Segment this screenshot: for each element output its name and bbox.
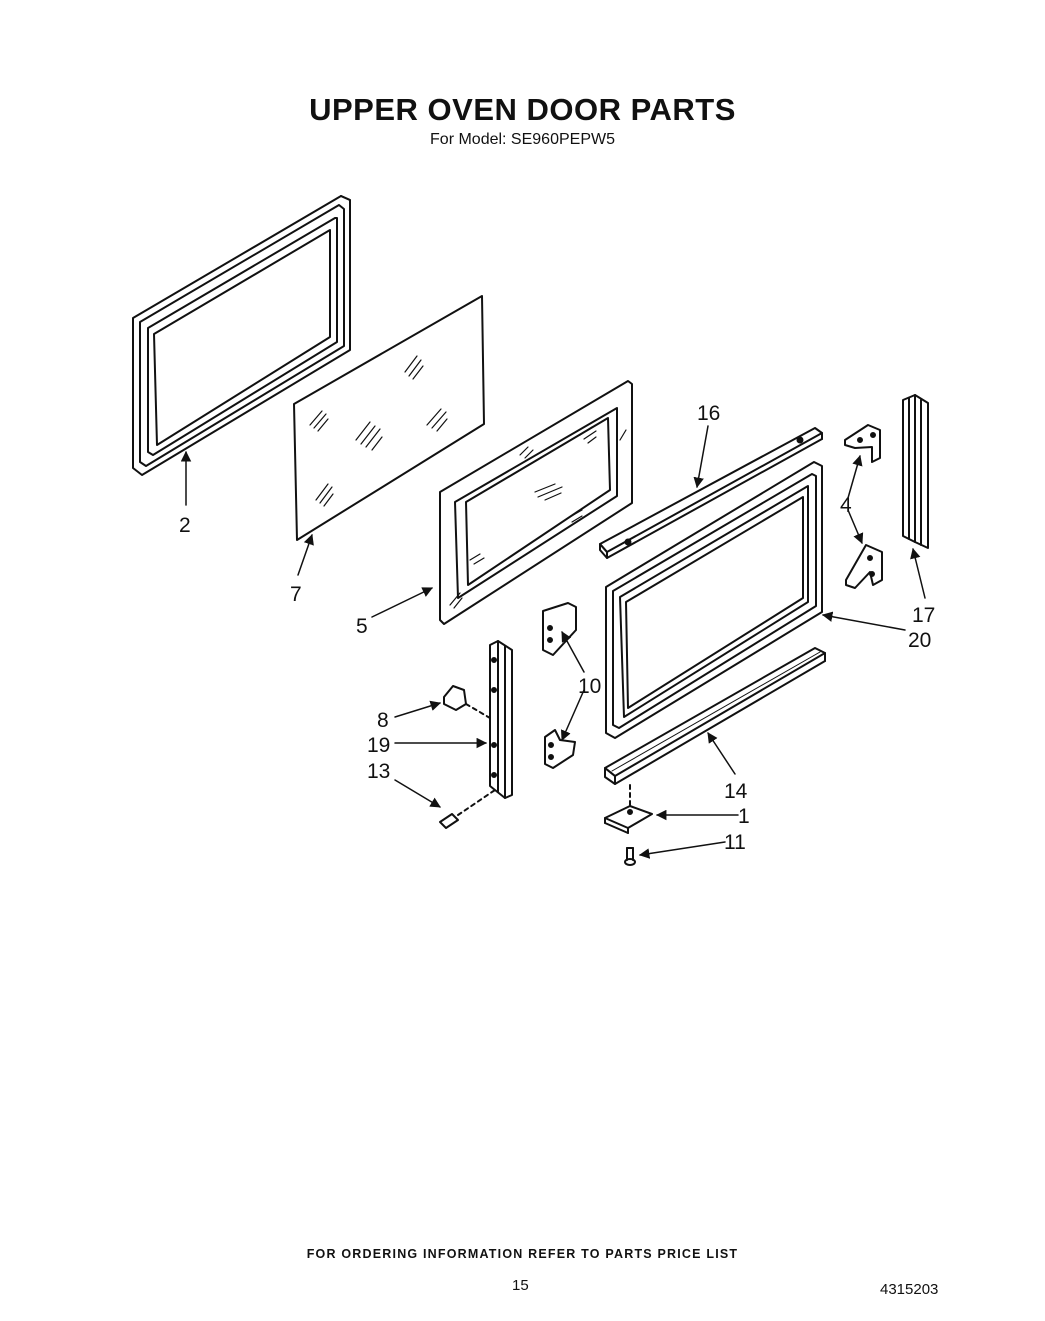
part-8-clip [443,685,491,719]
part-16-top-channel [599,427,823,559]
part-10-bracket-upper [542,602,577,656]
part-1-mounting-plate [604,784,653,834]
part-14-bottom-channel [604,647,826,785]
callout-20: 20 [908,629,931,652]
part-19-side-bracket [489,640,513,799]
callout-17: 17 [912,604,935,627]
callout-13: 13 [367,760,390,783]
page-number: 15 [512,1277,529,1294]
callout-4: 4 [840,494,852,517]
part-13-screw [439,789,496,829]
callout-2: 2 [179,514,191,537]
part-10-bracket-lower [544,729,576,769]
ordering-info-note: FOR ORDERING INFORMATION REFER TO PARTS … [306,1247,739,1261]
callout-7: 7 [290,583,302,606]
part-17-side-trim [902,394,929,549]
part-7-outer-glass [293,295,485,541]
callout-1: 1 [738,805,750,828]
callout-16: 16 [697,402,720,425]
part-4-hinge-lower [845,544,883,589]
part-5-inner-window [439,380,633,625]
callout-11: 11 [724,831,746,854]
part-4-hinge-upper [844,424,881,463]
callout-10: 10 [578,675,601,698]
callout-5: 5 [356,615,368,638]
callout-19: 19 [367,734,390,757]
model-subtitle: For Model: SE960PEPW5 [430,131,615,148]
page-title: UPPER OVEN DOOR PARTS [309,92,736,127]
leader-lines [180,425,926,859]
callout-14: 14 [724,780,748,803]
part-11-screw [624,847,636,866]
part-2-outer-frame [132,195,351,476]
document-number: 4315203 [880,1281,939,1298]
part-20-inner-frame [605,461,823,739]
callout-labels: 2 7 5 16 4 17 20 10 8 19 13 14 1 11 [179,402,935,854]
callout-8: 8 [377,709,389,732]
